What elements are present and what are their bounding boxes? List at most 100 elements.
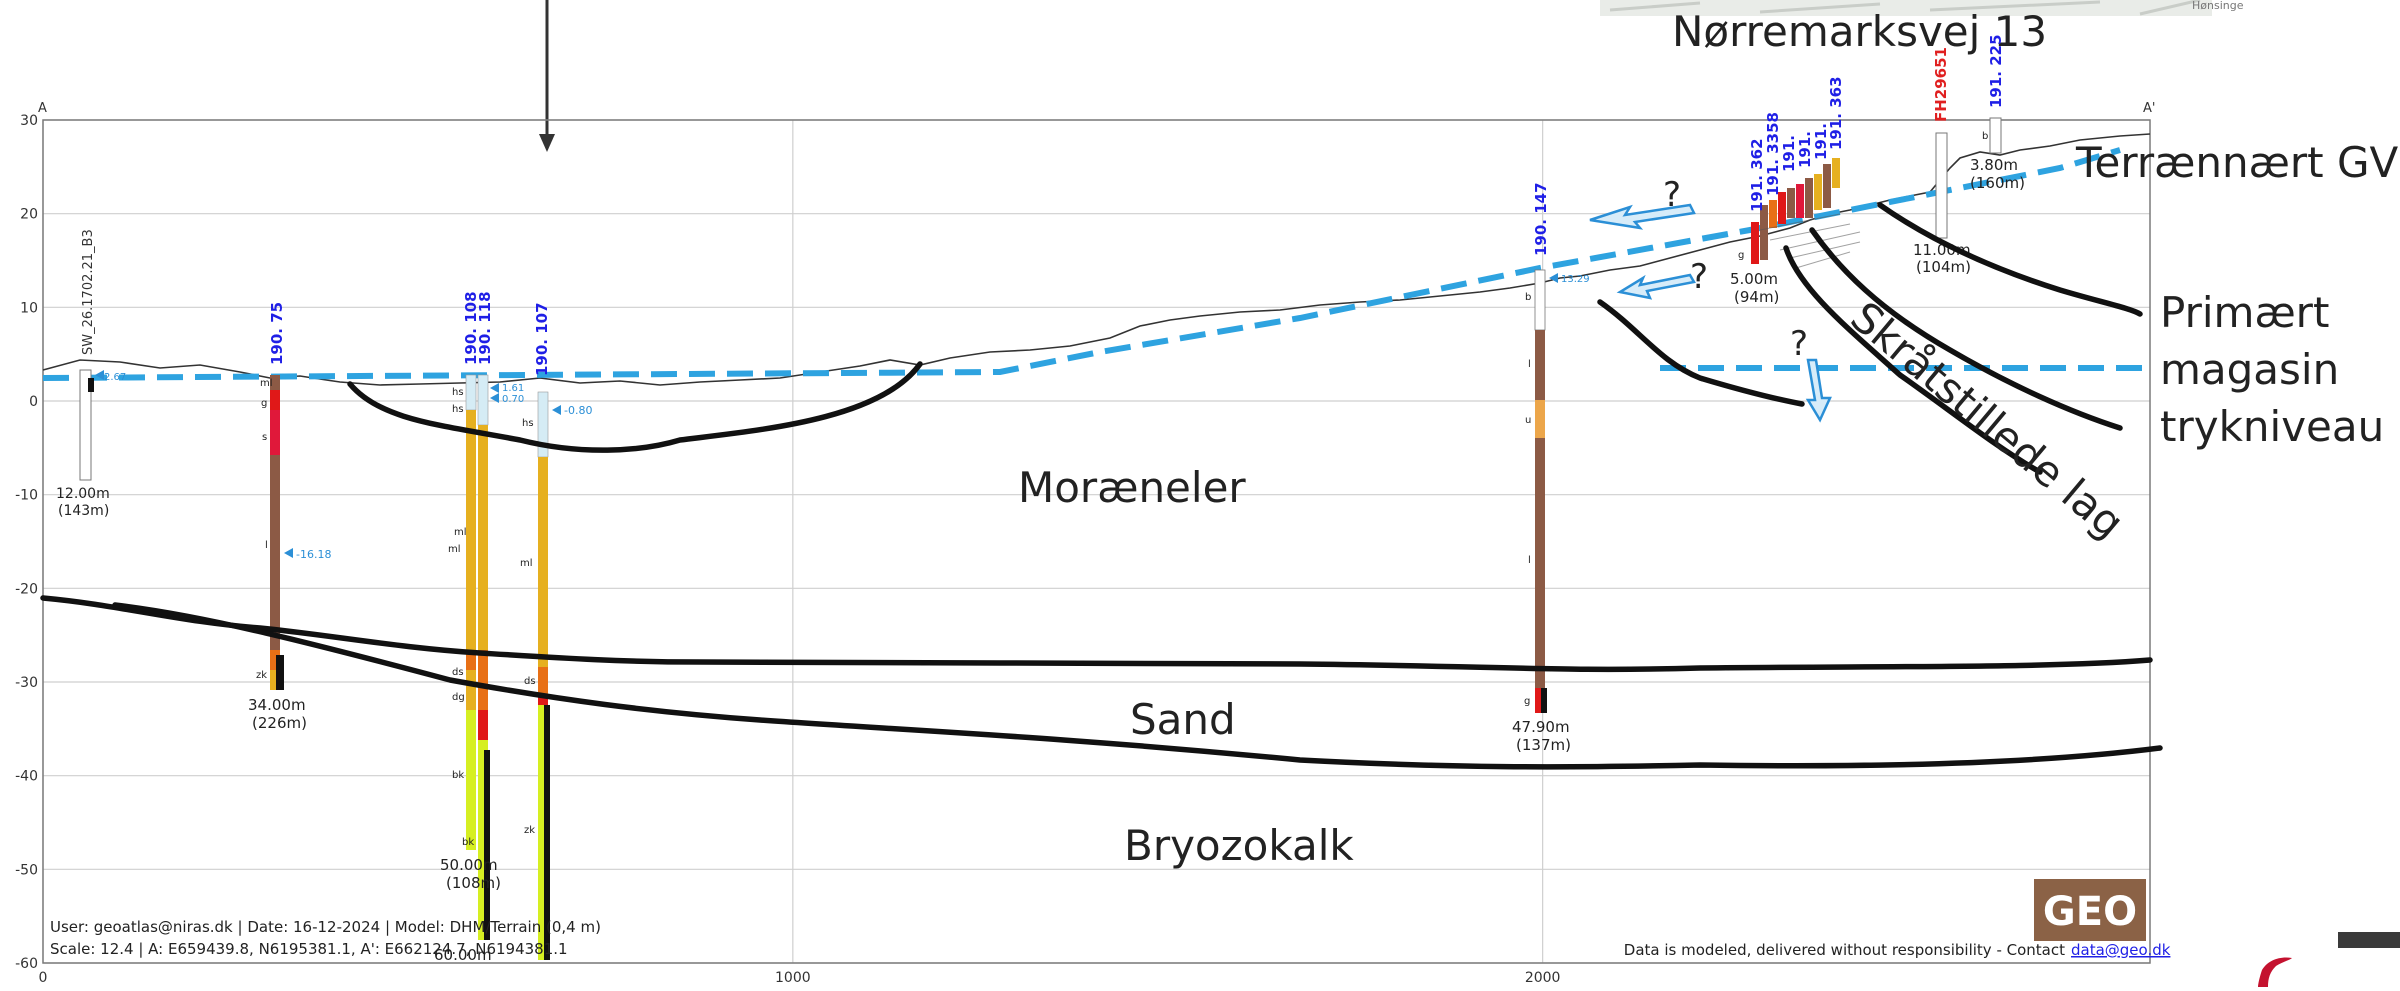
borehole-190-118-label: 190. 118 xyxy=(476,291,494,365)
borehole-191-225[interactable]: b 191. 225 3.80m (160m) xyxy=(1970,34,2025,192)
borehole-190-108-label: 190. 108 xyxy=(462,291,480,365)
y-tick-label: 0 xyxy=(29,394,38,410)
borehole-190-108-depth: 50.00m xyxy=(440,856,498,874)
borehole-sw-wl: 2.67 xyxy=(104,372,126,383)
svg-text:ml: ml xyxy=(520,558,533,569)
footer-line-1: User: geoatlas@niras.dk | Date: 16-12-20… xyxy=(50,918,601,936)
svg-text:hs: hs xyxy=(452,387,464,398)
svg-text:l: l xyxy=(1528,555,1531,566)
borehole-190-108[interactable]: 190. 108 190. 118 hs hs ml ml ds dg bk b… xyxy=(434,291,524,964)
edge-red-swoosh xyxy=(2258,957,2292,987)
svg-text:ml: ml xyxy=(260,378,273,389)
map-roads xyxy=(1609,0,2201,16)
terrain-near-gw-label: Terrænnært GV xyxy=(2075,138,2399,187)
svg-text:bk: bk xyxy=(452,770,464,781)
borehole-190-107[interactable]: 190. 107 hs ml ds zk -0.80 xyxy=(520,302,592,960)
borehole-190-75-dist: (226m) xyxy=(252,714,307,732)
svg-text:bk: bk xyxy=(462,837,474,848)
borehole-190-147[interactable]: 190. 147 b l u l g 13.29 47.90m (137m) xyxy=(1512,182,1590,754)
tilted-layer-4 xyxy=(1877,202,2143,317)
borehole-191-362-dist: (94m) xyxy=(1734,288,1779,306)
y-tick-label: 20 xyxy=(20,207,38,223)
y-tick-label: 10 xyxy=(20,300,38,316)
svg-text:u: u xyxy=(1525,415,1531,426)
flow-arrow-3 xyxy=(1805,358,1832,423)
primary-label-line1: Primært xyxy=(2160,288,2329,337)
profile-start-label: A xyxy=(38,101,47,116)
x-tick-label: 0 xyxy=(39,970,48,986)
water-levels xyxy=(42,147,2150,381)
cluster-label-3358: 191. 3358 xyxy=(1764,112,1782,196)
x-axis-ticks: 0 1000 2000 xyxy=(39,970,1561,986)
svg-text:dg: dg xyxy=(452,692,465,703)
borehole-191-362-depth: 5.00m xyxy=(1730,270,1778,288)
geo-logo-text: GEO xyxy=(2043,889,2137,935)
svg-text:zk: zk xyxy=(256,670,267,681)
sand-label: Sand xyxy=(1130,695,1236,744)
borehole-190-75-depth: 34.00m xyxy=(248,696,306,714)
borehole-191-225-depth: 3.80m xyxy=(1970,156,2018,174)
y-tick-label: -50 xyxy=(15,862,38,878)
borehole-191-225-dist: (160m) xyxy=(1970,174,2025,192)
borehole-fh29651-label: FH29651 xyxy=(1932,47,1950,122)
plot-frame xyxy=(42,119,2151,964)
contact-link[interactable]: data@geo.dk xyxy=(2071,941,2171,959)
borehole-190-75[interactable]: 190. 75 ml g s l zk -16.18 34.00m (226m) xyxy=(248,302,331,732)
tilted-layer-1 xyxy=(1597,299,1805,407)
svg-text:ds: ds xyxy=(452,667,464,678)
primary-label-line2: magasin xyxy=(2160,345,2339,394)
borehole-190-107-wl: -0.80 xyxy=(564,404,592,417)
map-strip: Hønsinge Nørremarksvej 13 xyxy=(1600,0,2244,56)
svg-text:zk: zk xyxy=(524,825,535,836)
svg-text:ds: ds xyxy=(524,676,536,687)
svg-text:g: g xyxy=(1524,696,1530,707)
borehole-190-75-label: 190. 75 xyxy=(268,302,286,365)
svg-text:191.: 191. xyxy=(1812,123,1830,160)
geo-logo xyxy=(2034,879,2146,941)
y-tick-label: -20 xyxy=(15,581,38,597)
x-tick-label: 1000 xyxy=(775,970,811,986)
borehole-190-147-label: 190. 147 xyxy=(1532,182,1550,256)
flow-arrows xyxy=(1589,203,1832,423)
tilted-layer-3 xyxy=(1809,227,2123,431)
footer-line-2: Scale: 12.4 | A: E659439.8, N6195381.1, … xyxy=(50,940,568,958)
footer-disclaimer: Data is modeled, delivered without respo… xyxy=(1624,941,2065,959)
moraine-lens-boundary xyxy=(347,361,923,453)
svg-text:g: g xyxy=(1738,250,1744,261)
svg-text:s: s xyxy=(262,432,267,443)
x-tick-label: 2000 xyxy=(1525,970,1561,986)
grid xyxy=(42,119,2150,964)
profile-end-label: A' xyxy=(2143,101,2155,116)
borehole-190-147-depth: 47.90m xyxy=(1512,718,1570,736)
y-tick-label: -40 xyxy=(15,769,38,785)
borehole-191-362-label: 191. 362 xyxy=(1748,138,1766,212)
borehole-fh29651-dist: (104m) xyxy=(1916,258,1971,276)
y-tick-label: -60 xyxy=(15,956,38,972)
borehole-190-118-wl: 0.70 xyxy=(502,394,524,405)
borehole-cluster[interactable]: 191. 362 191. 3358 191. 363 191. 191. 19… xyxy=(1730,76,1861,306)
borehole-190-108-dist: (108m) xyxy=(446,874,501,892)
svg-text:b: b xyxy=(1982,131,1988,142)
edge-decorations xyxy=(2258,932,2400,987)
question-mark-3: ? xyxy=(1790,324,1808,364)
svg-text:g: g xyxy=(261,398,267,409)
bryozokalk-label: Bryozokalk xyxy=(1124,821,1354,870)
borehole-190-118-depth: 60.00m xyxy=(434,946,492,964)
layer-boundaries xyxy=(40,202,2163,770)
svg-text:l: l xyxy=(1528,359,1531,370)
borehole-sw-label: SW_26.1702.21_B3 xyxy=(81,229,96,355)
sand-chalk-boundary xyxy=(112,602,2163,770)
svg-text:b: b xyxy=(1525,292,1531,303)
svg-text:hs: hs xyxy=(522,418,534,429)
borehole-fh29651-depth: 11.00m xyxy=(1913,241,1971,259)
y-tick-label: -10 xyxy=(15,488,38,504)
svg-text:ml: ml xyxy=(448,544,461,555)
tilted-layer-2 xyxy=(1783,245,2043,475)
borehole-fh29651[interactable]: FH29651 11.00m (104m) xyxy=(1913,47,1971,276)
borehole-sw[interactable]: SW_26.1702.21_B3 2.67 12.00m (143m) xyxy=(56,229,126,519)
borehole-sw-dist: (143m) xyxy=(58,503,109,519)
borehole-sw-depth: 12.00m xyxy=(56,486,110,502)
y-tick-label: 30 xyxy=(20,113,38,129)
